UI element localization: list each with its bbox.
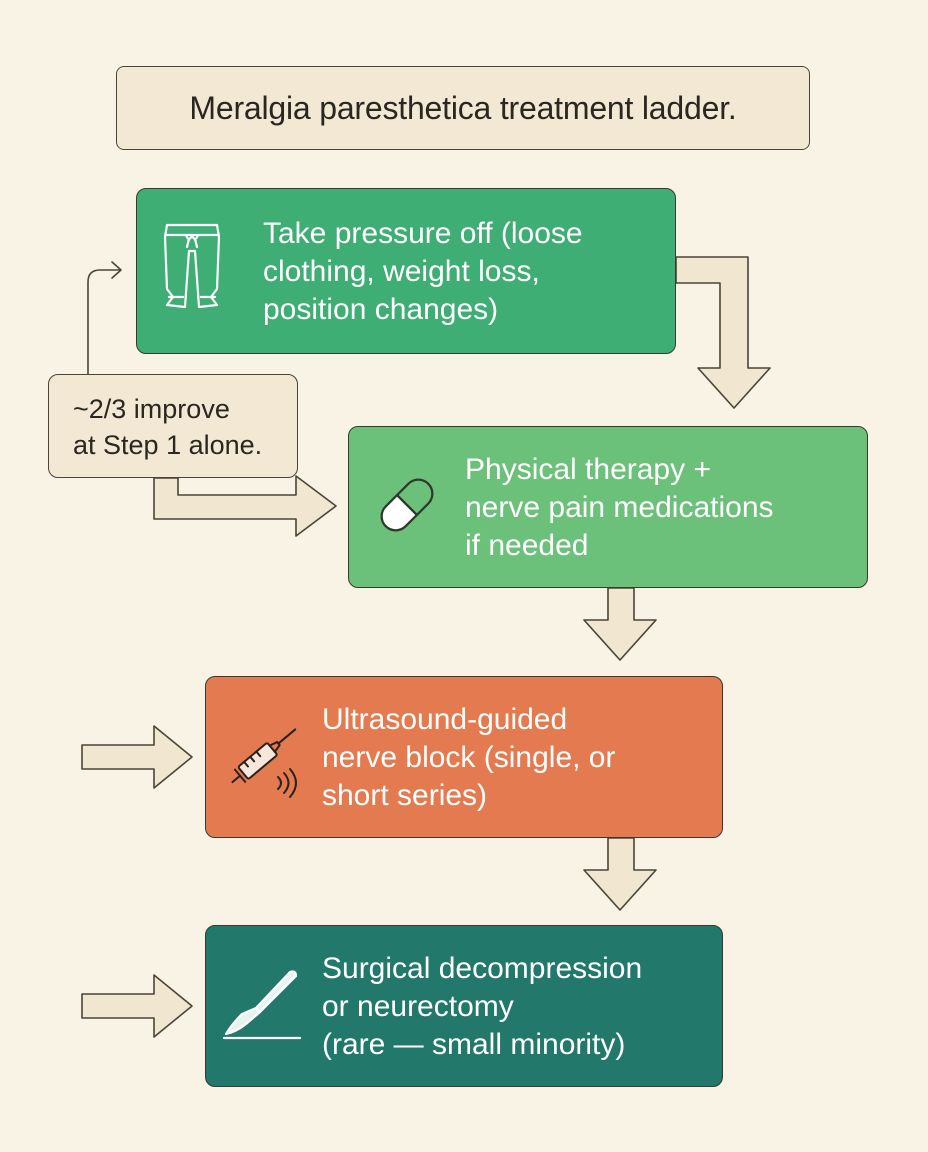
- step-1-line: clothing, weight loss,: [263, 255, 540, 288]
- step-1-box: Take pressure off (loose clothing, weigh…: [136, 188, 676, 354]
- step-4-line: or neurectomy: [322, 990, 514, 1023]
- step-3-box: Ultrasound-guided nerve block (single, o…: [205, 676, 723, 838]
- scalpel-icon: [216, 964, 306, 1058]
- step-2-label: Physical therapy + nerve pain medication…: [465, 451, 861, 565]
- pill-capsule-icon: [367, 465, 447, 555]
- step-3-line: nerve block (single, or: [322, 741, 616, 774]
- arrow-into-step4: [81, 974, 193, 1038]
- arrow-step3-to-step4: [583, 837, 657, 911]
- arrow-note-to-step2: [153, 475, 337, 537]
- step-2-line: nerve pain medications: [465, 491, 774, 524]
- step-4-line: (rare — small minority): [322, 1028, 626, 1061]
- arrow-step1-to-step2: [675, 256, 771, 409]
- step-3-line: short series): [322, 779, 488, 812]
- step-1-line: position changes): [263, 293, 499, 326]
- arrow-step2-to-step3: [583, 587, 657, 661]
- step-3-line: Ultrasound-guided: [322, 703, 568, 736]
- note-line: at Step 1 alone.: [73, 430, 263, 460]
- pants-icon: [159, 219, 225, 325]
- step-4-line: Surgical decompression: [322, 952, 643, 985]
- step-4-label: Surgical decompression or neurectomy (ra…: [322, 950, 718, 1064]
- note-line: ~2/3 improve: [73, 394, 230, 424]
- step-1-label: Take pressure off (loose clothing, weigh…: [263, 215, 663, 329]
- arrow-note-to-step1: [87, 261, 122, 375]
- step-1-line: Take pressure off (loose: [263, 217, 583, 250]
- step-3-label: Ultrasound-guided nerve block (single, o…: [322, 701, 718, 815]
- improvement-note: ~2/3 improve at Step 1 alone.: [48, 374, 298, 478]
- step-2-box: Physical therapy + nerve pain medication…: [348, 426, 868, 588]
- diagram-title: Meralgia paresthetica treatment ladder.: [116, 66, 810, 150]
- arrow-into-step3: [81, 725, 193, 789]
- step-4-box: Surgical decompression or neurectomy (ra…: [205, 925, 723, 1087]
- syringe-ultrasound-icon: [216, 713, 312, 813]
- step-2-line: if needed: [465, 529, 589, 562]
- step-2-line: Physical therapy +: [465, 453, 711, 486]
